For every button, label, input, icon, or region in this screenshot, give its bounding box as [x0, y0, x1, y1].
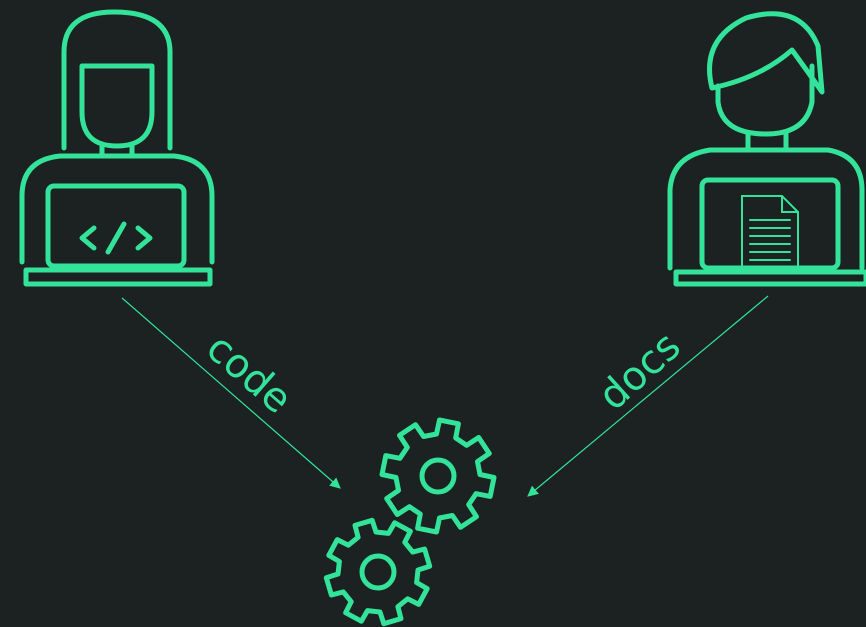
writer-neck-icon: [745, 131, 789, 153]
writer-icon: [667, 11, 866, 287]
code-brackets-icon: [79, 221, 153, 255]
docs-flow-arrow: [527, 295, 769, 497]
developer-hair-icon: [61, 9, 173, 151]
developer-laptop-base-icon: [23, 267, 213, 287]
writer-hair-icon: [707, 11, 825, 95]
writer-laptop-screen-icon: [699, 177, 841, 271]
upper-gear-hub-icon: [419, 457, 457, 495]
writer-body-icon: [667, 147, 865, 271]
lower-gear-icon: [323, 517, 433, 627]
developer-face-icon: [79, 63, 155, 149]
lower-gear-hub-icon: [359, 553, 397, 591]
developer-body-icon: [19, 153, 215, 265]
document-icon: [741, 195, 799, 269]
writer-face-icon: [715, 63, 815, 137]
code-flow-arrow: [121, 297, 341, 489]
writer-laptop-base-icon: [673, 269, 866, 287]
developer-laptop-screen-icon: [45, 183, 187, 269]
developer-icon: [19, 9, 215, 287]
upper-gear-icon: [379, 417, 497, 535]
docs-flow-label: docs: [590, 323, 690, 419]
gears-icon: [323, 417, 497, 627]
